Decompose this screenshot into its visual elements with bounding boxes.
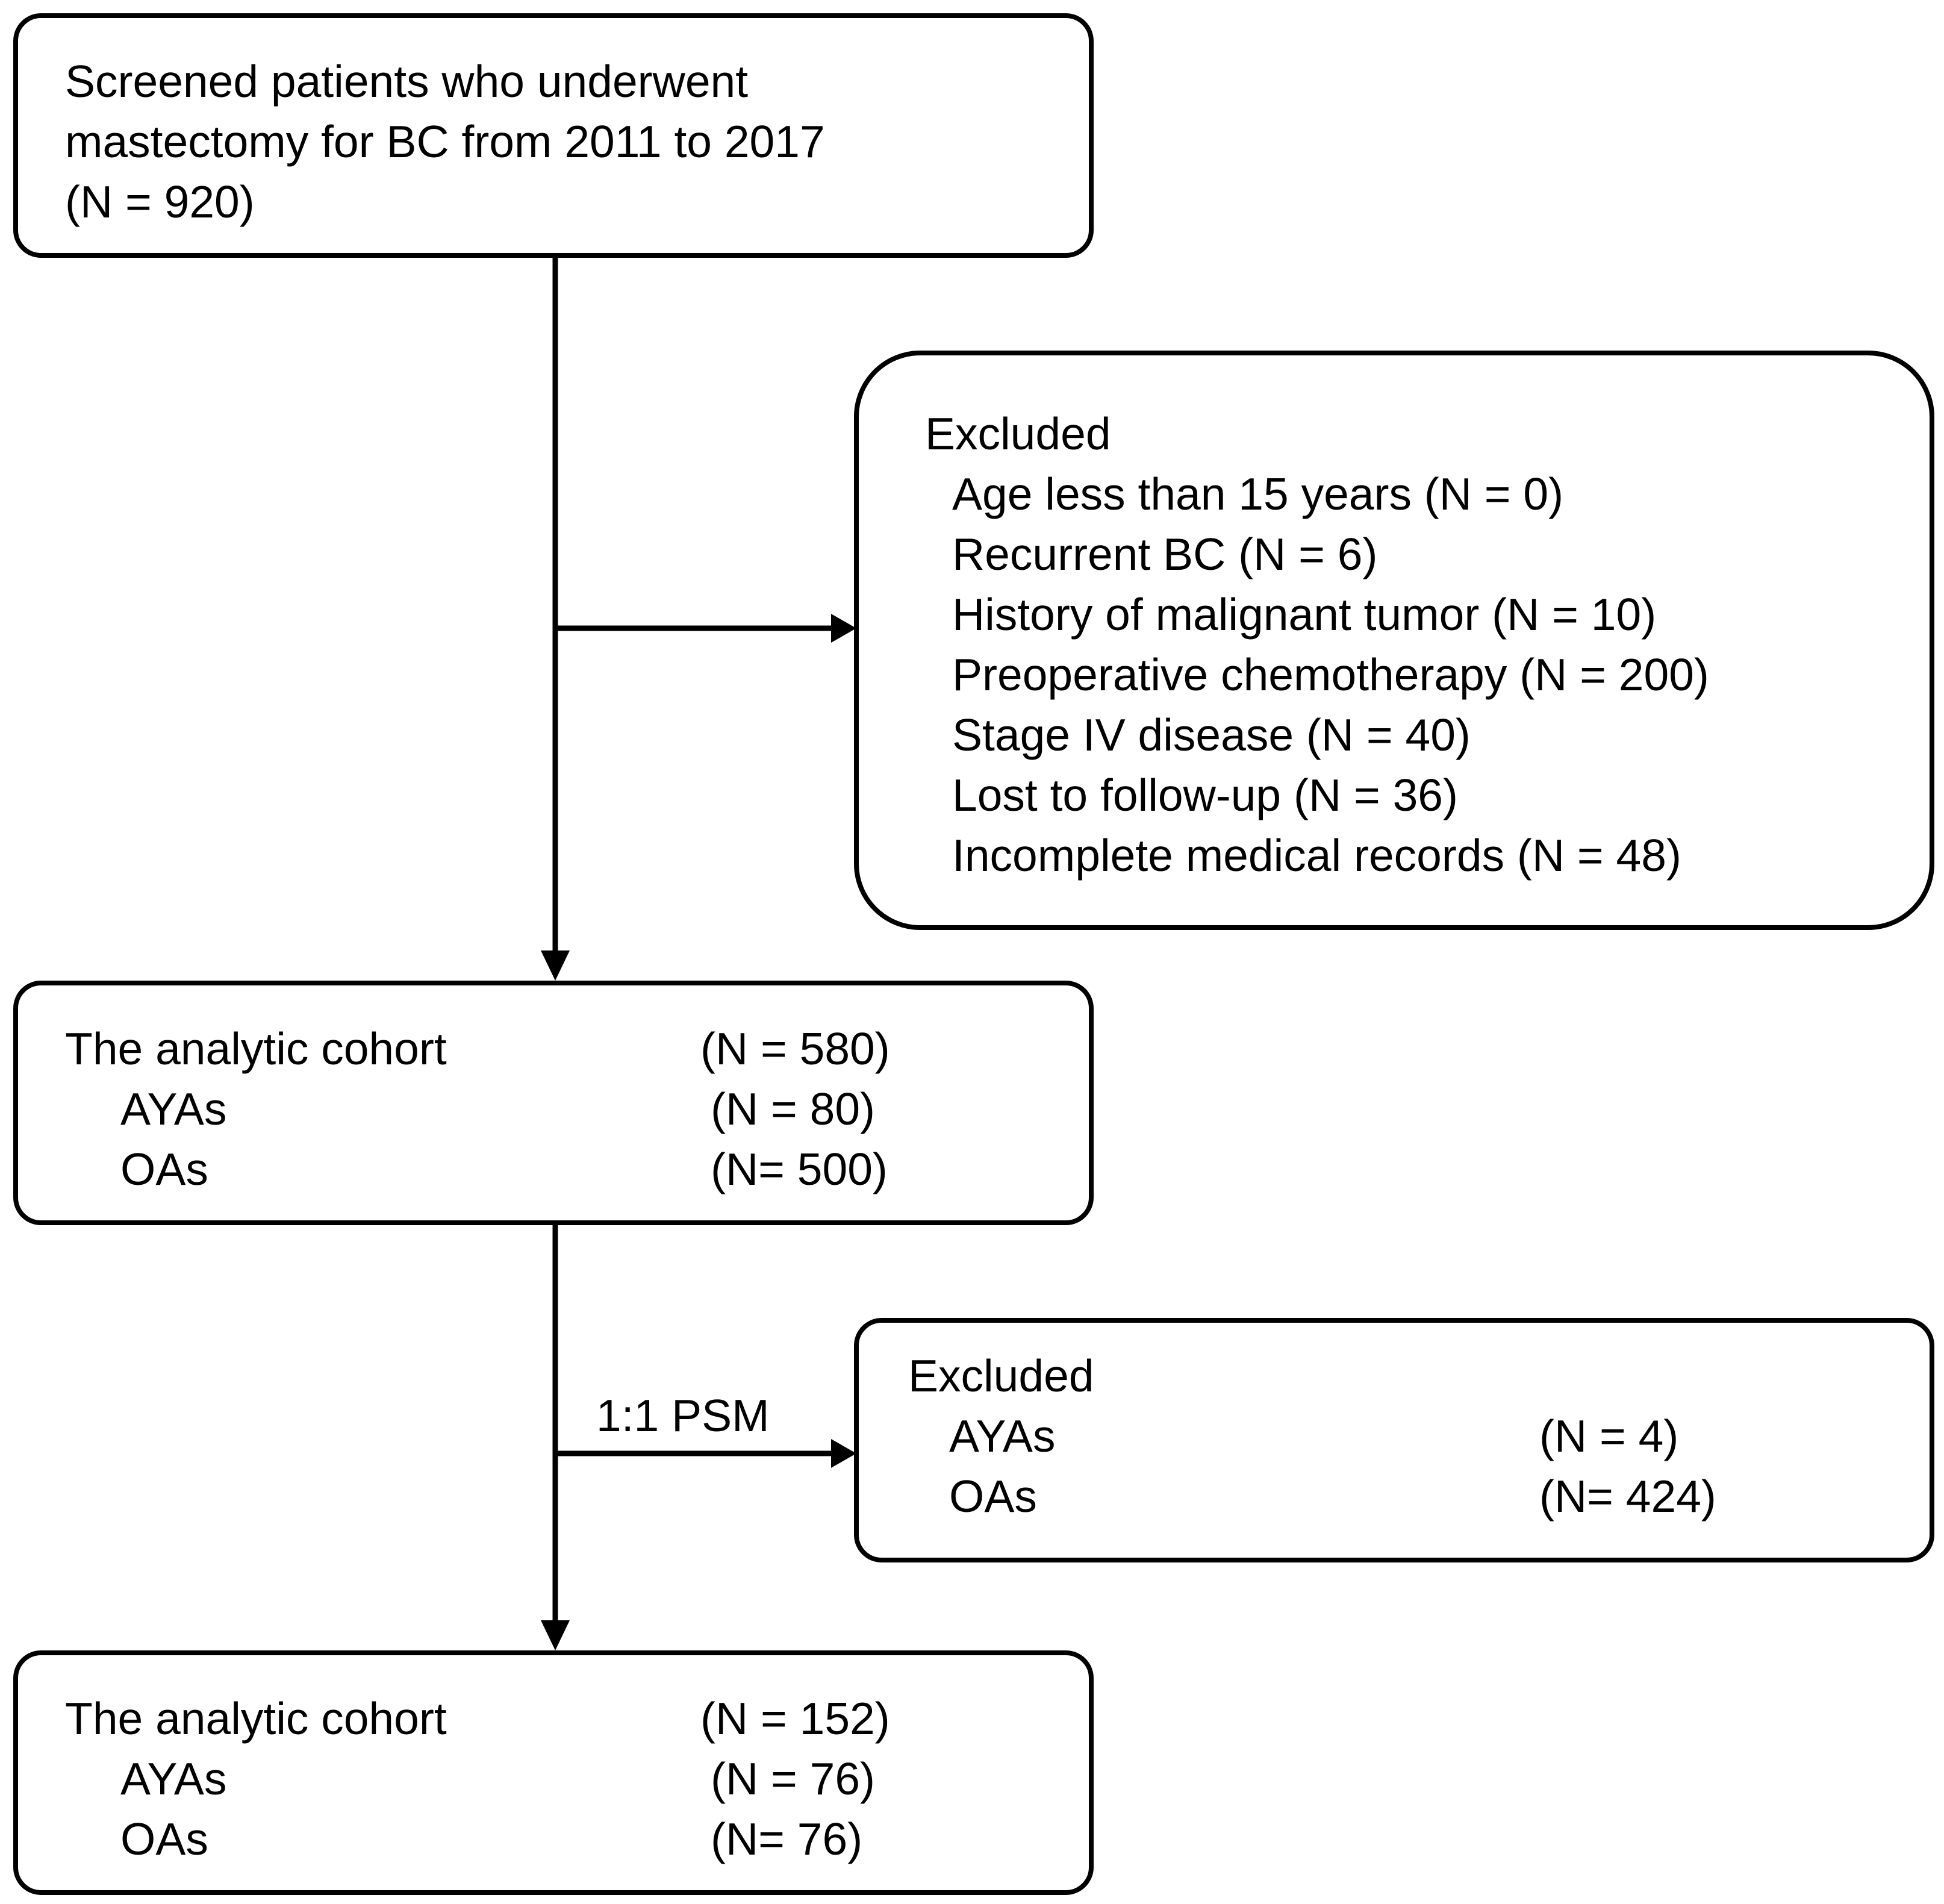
psm-excluded-box: Excluded AYAs (N = 4) OAs (N= 424): [854, 1318, 1934, 1562]
psm-excluded-title: Excluded: [908, 1350, 1094, 1401]
cohort-title: The analytic cohort: [65, 1023, 447, 1074]
psm-excluded-row-label: OAs: [949, 1471, 1037, 1522]
matched-cohort-title-n: (N = 152): [700, 1693, 890, 1744]
cohort-row-n: (N = 80): [711, 1084, 876, 1134]
excluded-item: Recurrent BC (N = 6): [952, 529, 1378, 579]
excluded-item: Preoperative chemotherapy (N = 200): [952, 649, 1709, 700]
matched-cohort-title: The analytic cohort: [65, 1693, 447, 1744]
cohort-row-label: AYAs: [120, 1084, 227, 1134]
psm-excluded-row-n: (N= 424): [1539, 1471, 1716, 1522]
screened-box: Screened patients who underwent mastecto…: [13, 13, 1094, 258]
screened-line-3: (N = 920): [65, 176, 255, 227]
psm-excluded-row-label: AYAs: [949, 1411, 1056, 1461]
excluded-title: Excluded: [925, 408, 1111, 459]
excluded-item: Incomplete medical records (N = 48): [952, 830, 1681, 881]
arrowhead-to-excluded2: [831, 1439, 856, 1468]
screened-line-1: Screened patients who underwent: [65, 56, 749, 107]
analytic-cohort-box: The analytic cohort (N = 580) AYAs (N = …: [13, 981, 1094, 1225]
matched-cohort-row-label: OAs: [120, 1814, 208, 1864]
excluded-item: History of malignant tumor (N = 10): [952, 589, 1657, 640]
arrowhead-to-excluded1: [831, 614, 856, 643]
cohort-row-n: (N= 500): [711, 1144, 888, 1194]
psm-label: 1:1 PSM: [596, 1390, 770, 1441]
excluded-item: Lost to follow-up (N = 36): [952, 770, 1458, 820]
matched-cohort-row-n: (N= 76): [711, 1814, 863, 1864]
cohort-row-label: OAs: [120, 1144, 208, 1194]
arrowhead-to-cohort1: [541, 950, 570, 981]
arrowhead-to-cohort2: [541, 1620, 570, 1650]
psm-excluded-row-n: (N = 4): [1539, 1411, 1679, 1461]
excluded-item: Stage IV disease (N = 40): [952, 710, 1471, 760]
cohort-title-n: (N = 580): [700, 1023, 890, 1074]
screened-line-2: mastectomy for BC from 2011 to 2017: [65, 116, 825, 167]
matched-cohort-row-label: AYAs: [120, 1753, 227, 1804]
excluded-item: Age less than 15 years (N = 0): [952, 469, 1564, 519]
excluded-criteria-box: Excluded Age less than 15 years (N = 0) …: [854, 351, 1934, 930]
matched-cohort-box: The analytic cohort (N = 152) AYAs (N = …: [13, 1650, 1094, 1895]
matched-cohort-row-n: (N = 76): [711, 1753, 876, 1804]
